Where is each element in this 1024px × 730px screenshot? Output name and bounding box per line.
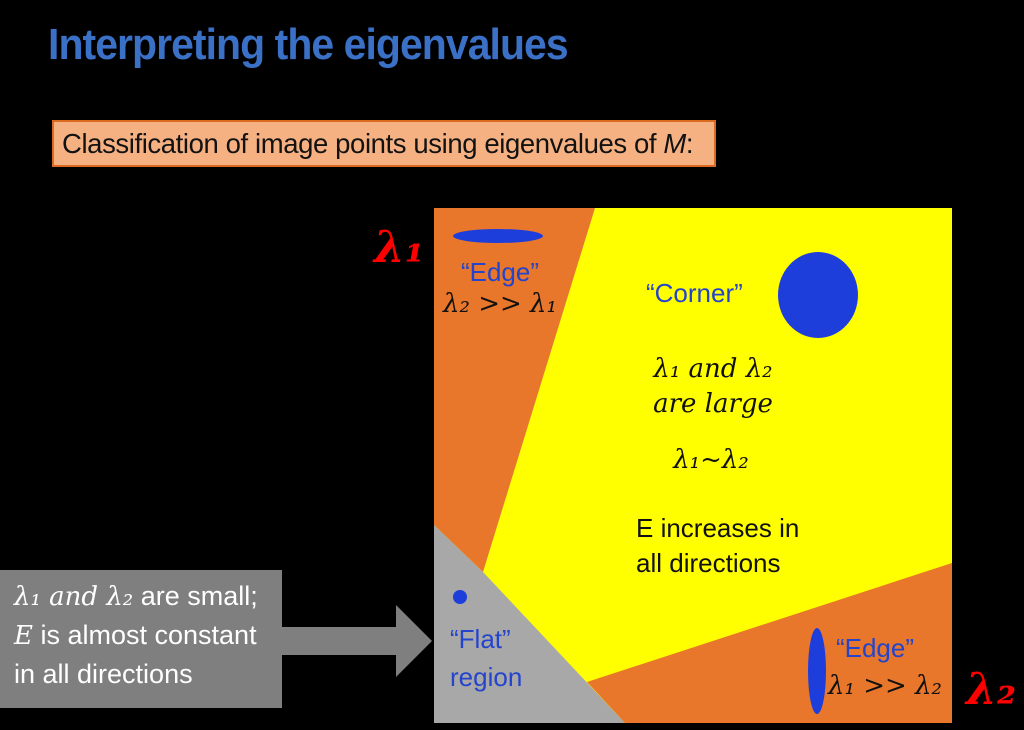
matrix-symbol: M [663, 127, 686, 159]
flat-label-line1: “Flat” [450, 624, 511, 654]
edge-top-label: “Edge” [460, 257, 540, 287]
corner-similar-formula: λ₁~λ₂ [673, 445, 749, 475]
classification-box: Classification of image points using eig… [52, 120, 716, 167]
callout-line1: λ₁ and λ₂ are small; [14, 577, 282, 616]
corner-blob [778, 252, 858, 338]
corner-label: “Corner” [646, 278, 743, 308]
flat-callout-box: λ₁ and λ₂ are small; E is almost constan… [0, 570, 282, 708]
page-title: Interpreting the eigenvalues [48, 20, 569, 69]
flat-label: “Flat” region [450, 620, 522, 696]
region-edge-bottom-right [587, 563, 952, 723]
callout-line3: in all directions [14, 659, 193, 689]
callout-line2-e: E [14, 621, 33, 651]
edge-right-label: “Edge” [835, 633, 915, 663]
region-edge-top-left [434, 208, 595, 572]
region-flat [434, 525, 625, 723]
corner-e-block: E increases in all directions [636, 511, 799, 581]
corner-e-line1: E increases in [636, 513, 800, 543]
classification-text: Classification of image points using eig… [62, 127, 694, 160]
arrow-head [396, 605, 432, 677]
edge-horizontal-ellipse [453, 229, 543, 243]
lambda2-axis-label: λ₂ [966, 664, 1017, 715]
callout-arrow [282, 605, 432, 677]
callout-line2-rest: is almost constant [32, 620, 257, 650]
callout-line1-math: λ₁ and λ₂ [14, 582, 134, 612]
classification-prefix: Classification of image points using eig… [62, 127, 664, 159]
corner-math-line2: are large [653, 389, 773, 419]
corner-math-block: λ₁ and λ₂ are large [630, 352, 796, 422]
corner-e-line2: all directions [636, 548, 781, 578]
diagram-regions [434, 208, 952, 723]
corner-math-line1: λ₁ and λ₂ [653, 354, 773, 384]
classification-suffix: : [685, 127, 694, 159]
edge-vertical-ellipse [808, 628, 826, 714]
lambda1-axis-label: λ₁ [374, 222, 425, 273]
flat-label-line2: region [450, 662, 523, 692]
arrow-shaft [282, 627, 396, 655]
eigenvalue-diagram: “Edge” λ₂ >> λ₁ “Corner” λ₁ and λ₂ are l… [434, 208, 952, 723]
edge-top-formula: λ₂ >> λ₁ [443, 289, 557, 319]
callout-line2: E is almost constant [14, 616, 282, 655]
flat-dot [453, 590, 467, 604]
callout-line1-rest: are small; [133, 581, 258, 611]
edge-right-formula: λ₁ >> λ₂ [828, 671, 942, 701]
